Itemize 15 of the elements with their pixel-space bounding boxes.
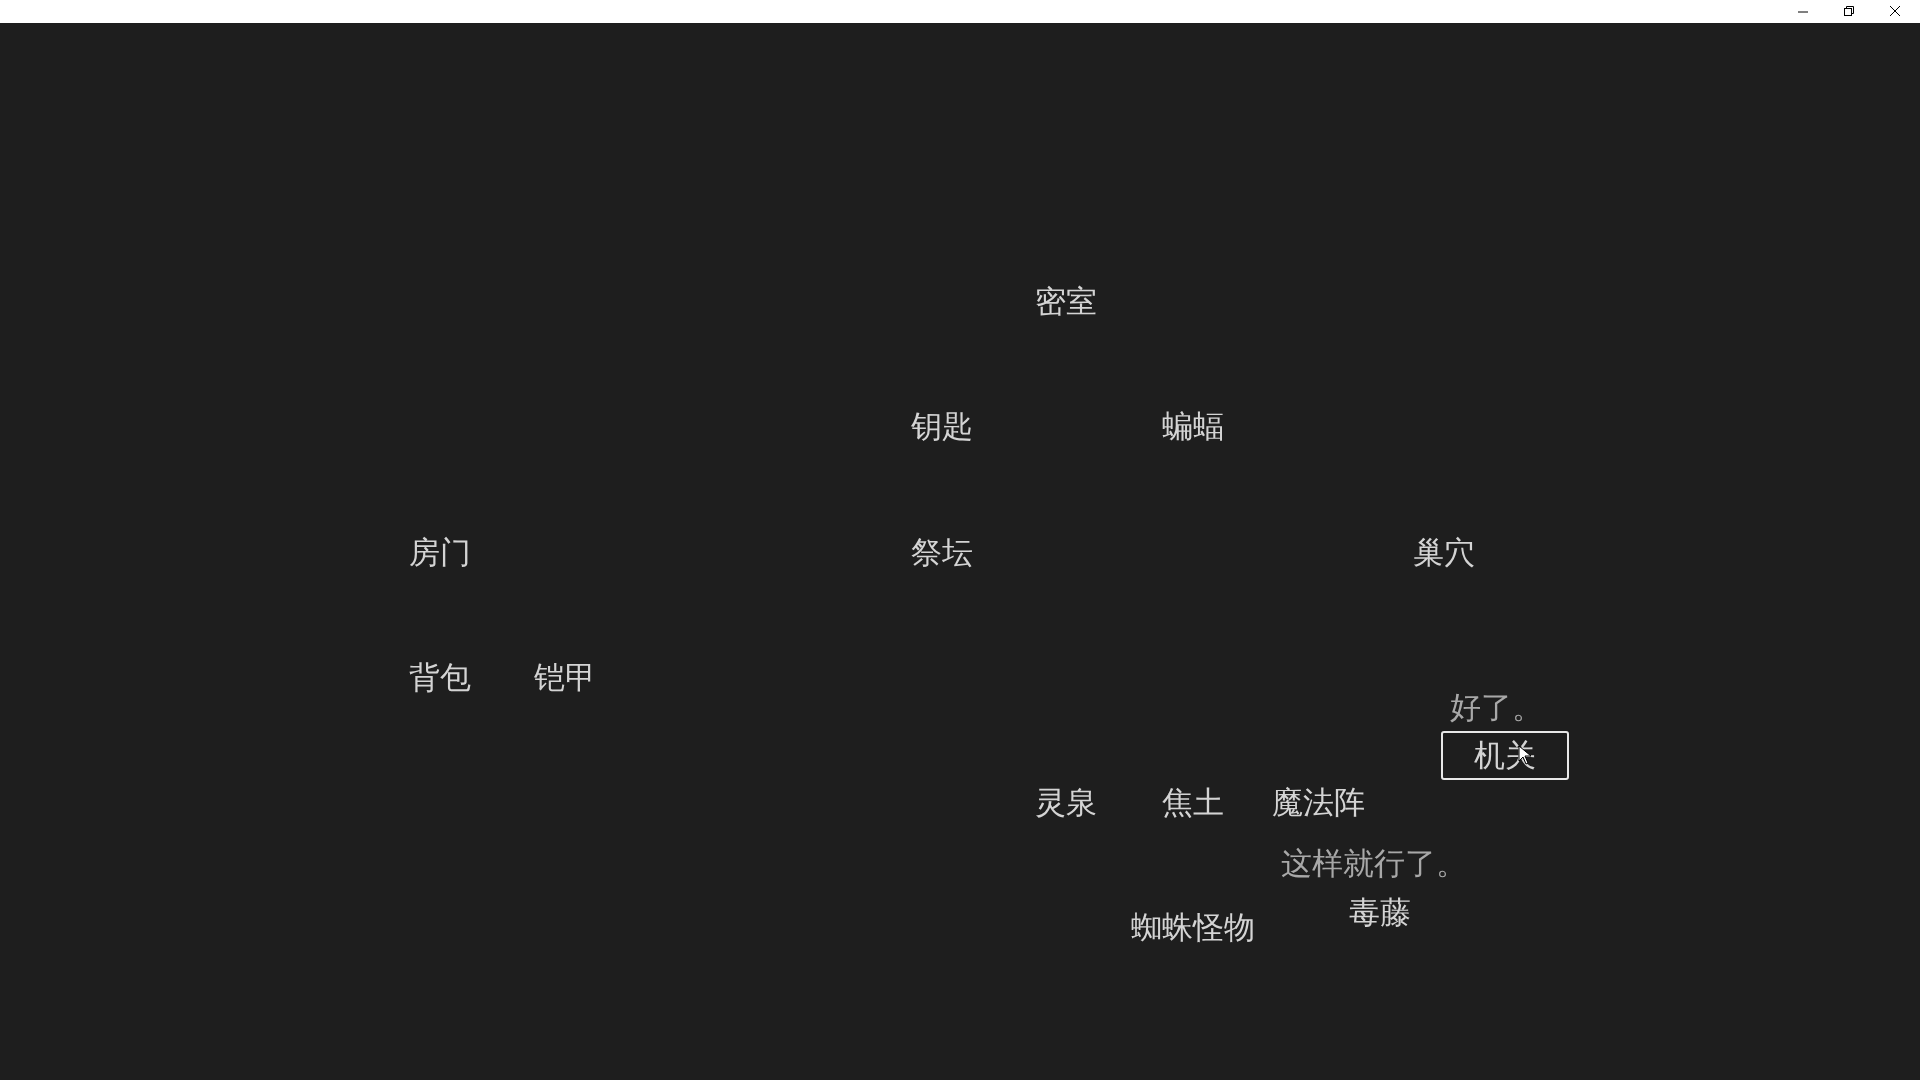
word-label: 毒藤	[1349, 896, 1411, 928]
word-label: 蝙蝠	[1162, 410, 1224, 442]
word-label: 好了。	[1449, 691, 1543, 723]
word-label: 灵泉	[1035, 786, 1097, 818]
word-label: 钥匙	[911, 410, 973, 442]
word-label: 巢穴	[1413, 536, 1475, 568]
word-label: 密室	[1035, 285, 1097, 317]
word-label: 铠甲	[534, 661, 596, 693]
word-label: 魔法阵	[1271, 786, 1365, 818]
word-label: 背包	[409, 661, 471, 693]
word-label: 这样就行了。	[1281, 847, 1467, 879]
word-label: 祭坛	[911, 536, 973, 568]
word-label: 蜘蛛怪物	[1131, 911, 1255, 943]
word-label: 房门	[409, 536, 471, 568]
word-label: 焦土	[1162, 786, 1224, 818]
